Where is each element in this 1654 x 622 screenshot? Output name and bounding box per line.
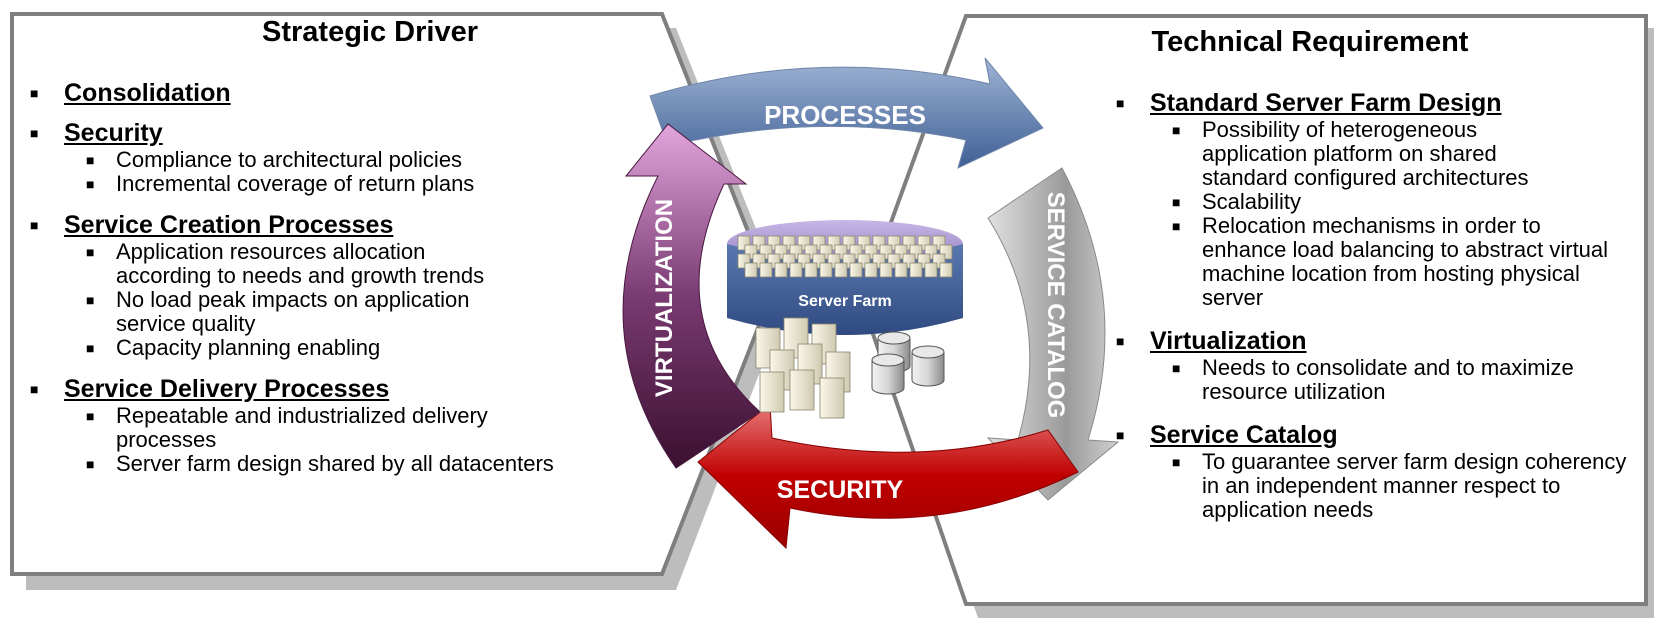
section-service-catalog: ■ Service Catalog ■To guarantee server f… (1116, 420, 1646, 522)
server-box (879, 262, 893, 278)
list-item: ■Needs to consolidate and to maximize re… (1172, 355, 1574, 404)
list-item: ■Server farm design shared by all datace… (86, 451, 554, 476)
server-farm-graphic: Server Farm (727, 220, 963, 335)
square-bullet: ■ (1172, 194, 1181, 210)
service-catalog-label: SERVICE CATALOG (1042, 192, 1069, 419)
section-title: Virtualization (1150, 327, 1307, 355)
server-box (819, 262, 833, 278)
server-box (759, 371, 785, 413)
service-catalog-arrow: SERVICE CATALOG (986, 167, 1120, 501)
server-box (924, 262, 938, 278)
section-security: ■ Security ■Compliance to architectural … (30, 118, 650, 196)
server-box (789, 369, 815, 411)
server-farm-label: Server Farm (798, 293, 891, 310)
server-box (744, 262, 758, 278)
server-box (759, 262, 773, 278)
square-bullet: ■ (1172, 218, 1181, 234)
list-item: ■Possibility of heterogeneous applicatio… (1172, 117, 1529, 190)
server-rack-icon-cluster (737, 235, 953, 278)
square-bullet: ■ (86, 292, 95, 308)
section-consolidation: ■ Consolidation (30, 78, 650, 108)
section-title: Standard Server Farm Design (1150, 89, 1502, 117)
list-item: ■To guarantee server farm design coheren… (1172, 449, 1627, 522)
strategic-driver-title: Strategic Driver (262, 16, 478, 48)
server-box (789, 262, 803, 278)
server-box (774, 262, 788, 278)
server-box (819, 377, 845, 419)
list-item: ■Capacity planning enabling (86, 335, 381, 360)
section-title: Security (64, 119, 163, 147)
section-title: Service Creation Processes (64, 211, 394, 239)
square-bullet: ■ (30, 381, 39, 397)
server-box (894, 262, 908, 278)
square-bullet: ■ (30, 85, 39, 101)
server-box (864, 262, 878, 278)
server-box (849, 262, 863, 278)
list-item: ■Compliance to architectural policies (86, 147, 463, 172)
section-service-delivery: ■ Service Delivery Processes ■Repeatable… (30, 374, 650, 476)
square-bullet: ■ (1172, 454, 1181, 470)
square-bullet: ■ (1172, 360, 1181, 376)
section-title: Service Catalog (1150, 421, 1338, 449)
square-bullet: ■ (30, 217, 39, 233)
square-bullet: ■ (86, 408, 95, 424)
server-rack-icon (755, 317, 851, 419)
square-bullet: ■ (86, 152, 95, 168)
square-bullet: ■ (1116, 95, 1125, 111)
list-item: ■Repeatable and industrialized delivery … (86, 403, 488, 452)
square-bullet: ■ (1116, 427, 1125, 443)
list-item: ■No load peak impacts on application ser… (86, 287, 470, 336)
square-bullet: ■ (30, 125, 39, 141)
processes-arrow: PROCESSES (649, 57, 1044, 169)
list-item: ■Relocation mechanisms in order to enhan… (1172, 213, 1609, 310)
server-box (834, 262, 848, 278)
security-label: SECURITY (777, 476, 904, 504)
virtualization-arrow: VIRTUALIZATION (622, 123, 761, 469)
section-virtualization: ■ Virtualization ■Needs to consolidate a… (1116, 326, 1646, 404)
security-arrow: SECURITY (697, 403, 1079, 550)
list-item: ■Incremental coverage of return plans (86, 171, 475, 196)
technical-requirement-title: Technical Requirement (1151, 26, 1469, 58)
strategic-driver-panel (10, 12, 786, 590)
list-item: ■Application resources allocation accord… (86, 239, 485, 288)
strategic-driver-list: ■ Consolidation ■ Security ■Compliance t… (30, 78, 650, 476)
section-title: Service Delivery Processes (64, 375, 390, 403)
server-box (804, 262, 818, 278)
section-service-creation: ■ Service Creation Processes ■Applicatio… (30, 210, 650, 360)
section-standard-server-farm: ■ Standard Server Farm Design ■Possibili… (1116, 88, 1646, 310)
database-icon (871, 331, 945, 395)
section-title: Consolidation (64, 79, 231, 107)
server-box (939, 262, 953, 278)
square-bullet: ■ (86, 244, 95, 260)
virtualization-label: VIRTUALIZATION (651, 199, 678, 397)
processes-label: PROCESSES (764, 100, 926, 130)
square-bullet: ■ (1172, 122, 1181, 138)
server-box (909, 262, 923, 278)
technical-requirement-list: ■ Standard Server Farm Design ■Possibili… (1116, 88, 1646, 522)
square-bullet: ■ (1116, 333, 1125, 349)
list-item: ■Scalability (1172, 189, 1302, 214)
square-bullet: ■ (86, 340, 95, 356)
square-bullet: ■ (86, 176, 95, 192)
square-bullet: ■ (86, 456, 95, 472)
